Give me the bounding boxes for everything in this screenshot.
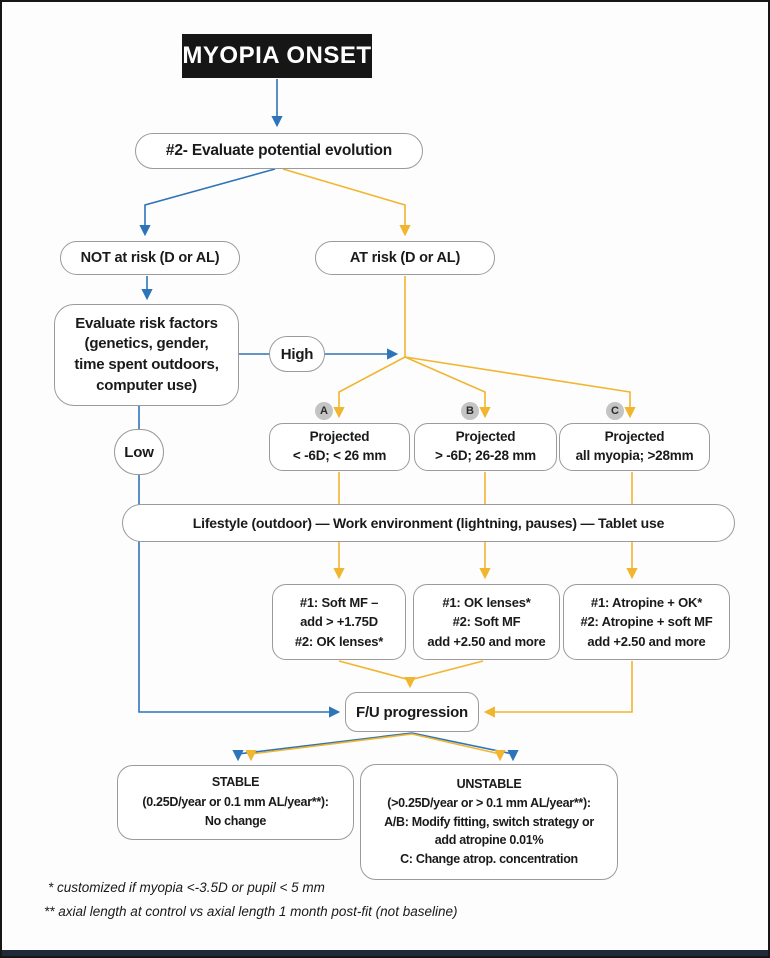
edge-evolution-to-notrisk [139, 168, 276, 237]
node-treatment-c: #1: Atropine + OK* #2: Atropine + soft M… [563, 584, 730, 660]
node-lifestyle-bar: Lifestyle (outdoor) — Work environment (… [122, 504, 735, 542]
footnote-double-asterisk: ** axial length at control vs axial leng… [44, 904, 458, 919]
edge-treatment-b-to-fu [409, 660, 484, 681]
edge-fu-to-stable-blue [232, 732, 413, 762]
node-fu-progression: F/U progression [345, 692, 479, 732]
footnote-single-asterisk: * customized if myopia <-3.5D or pupil <… [48, 880, 325, 895]
node-unstable: UNSTABLE (>0.25D/year or > 0.1 mm AL/yea… [360, 764, 618, 880]
node-evaluate-evolution: #2- Evaluate potential evolution [135, 133, 423, 169]
bottom-border-bar [2, 950, 768, 956]
node-projected-b: Projected > -6D; 26-28 mm [414, 423, 557, 471]
edge-junction-to-projected-a [333, 356, 406, 419]
edge-fu-to-unstable-yellow [411, 733, 506, 762]
node-not-at-risk: NOT at risk (D or AL) [60, 241, 240, 275]
badge-a: A [315, 402, 333, 420]
node-treatment-b: #1: OK lenses* #2: Soft MF add +2.50 and… [413, 584, 560, 660]
node-stable: STABLE (0.25D/year or 0.1 mm AL/year**):… [117, 765, 354, 840]
edge-fu-to-stable-yellow [245, 733, 413, 762]
edge-treatment-a-to-fu [338, 660, 416, 689]
node-treatment-a: #1: Soft MF – add > +1.75D #2: OK lenses… [272, 584, 406, 660]
badge-c: C [606, 402, 624, 420]
edge-evolution-to-atrisk [282, 168, 411, 237]
node-projected-c: Projected all myopia; >28mm [559, 423, 710, 471]
edge-fu-to-unstable-blue [411, 732, 519, 762]
node-low: Low [114, 429, 164, 475]
node-at-risk: AT risk (D or AL) [315, 241, 495, 275]
node-projected-a: Projected < -6D; < 26 mm [269, 423, 410, 471]
edge-treatment-c-to-fu [483, 661, 633, 718]
badge-b: B [461, 402, 479, 420]
edge-junction-to-projected-c [404, 356, 636, 419]
node-evaluate-risk-factors: Evaluate risk factors (genetics, gender,… [54, 304, 239, 406]
title-myopia-onset: MYOPIA ONSET [182, 34, 372, 78]
node-high: High [269, 336, 325, 372]
